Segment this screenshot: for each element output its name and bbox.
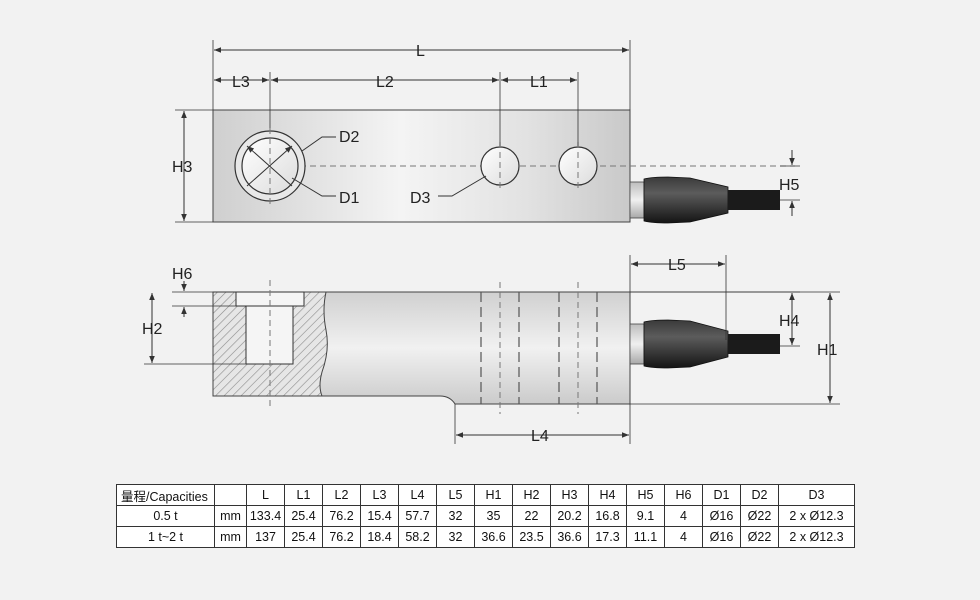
table-header-row: 量程/Capacities L L1 L2 L3 L4 L5 H1 H2 H3 … <box>116 484 855 506</box>
table-cell: 76.2 <box>322 505 361 527</box>
table-cell: 36.6 <box>550 526 589 548</box>
table-cell: mm <box>214 526 247 548</box>
table-cell: 16.8 <box>588 505 627 527</box>
header-cell: L4 <box>398 484 437 506</box>
label-H5: H5 <box>779 177 800 194</box>
cable-top <box>728 190 780 210</box>
table-cell: 22 <box>512 505 551 527</box>
table-cell: 32 <box>436 505 475 527</box>
header-cell: D2 <box>740 484 779 506</box>
label-H4: H4 <box>779 313 800 330</box>
header-cell: H6 <box>664 484 703 506</box>
cable-boot-side <box>643 319 729 369</box>
label-L1: L1 <box>530 74 548 91</box>
header-cell <box>214 484 247 506</box>
table-cell: 36.6 <box>474 526 513 548</box>
label-H1: H1 <box>817 342 838 359</box>
load-cell-drawing: L L3 L2 L1 H3 D2 D1 D3 H5 H6 H2 L5 H4 H1… <box>142 40 840 445</box>
table-cell: Ø16 <box>702 526 741 548</box>
table-cell: Ø22 <box>740 526 779 548</box>
top-view <box>175 40 800 224</box>
label-L2: L2 <box>376 74 394 91</box>
table-cell: Ø22 <box>740 505 779 527</box>
header-cell: D1 <box>702 484 741 506</box>
table-cell: 25.4 <box>284 505 323 527</box>
table-cell: 57.7 <box>398 505 437 527</box>
label-D1: D1 <box>339 190 360 207</box>
label-H3: H3 <box>172 159 193 176</box>
cable-boot-top <box>643 176 729 224</box>
table-cell: 137 <box>246 526 285 548</box>
spec-table: 量程/Capacities L L1 L2 L3 L4 L5 H1 H2 H3 … <box>116 484 855 548</box>
table-cell: 11.1 <box>626 526 665 548</box>
table-cell: 2 x Ø12.3 <box>778 526 855 548</box>
table-cell: Ø16 <box>702 505 741 527</box>
label-L4: L4 <box>531 428 549 445</box>
header-cell: H4 <box>588 484 627 506</box>
table-cell: 0.5 t <box>116 505 215 527</box>
table-cell: 17.3 <box>588 526 627 548</box>
header-cell: L5 <box>436 484 475 506</box>
table-cell: 35 <box>474 505 513 527</box>
table-cell: 1 t~2 t <box>116 526 215 548</box>
label-H6: H6 <box>172 266 193 283</box>
table-cell: 9.1 <box>626 505 665 527</box>
table-cell: 18.4 <box>360 526 399 548</box>
table-cell: 4 <box>664 505 703 527</box>
label-L5: L5 <box>668 257 686 274</box>
header-cell: H5 <box>626 484 665 506</box>
table-row: 0.5 t mm 133.4 25.4 76.2 15.4 57.7 32 35… <box>116 505 855 527</box>
table-cell: 32 <box>436 526 475 548</box>
table-cell: 2 x Ø12.3 <box>778 505 855 527</box>
header-cell: H2 <box>512 484 551 506</box>
table-cell: 4 <box>664 526 703 548</box>
label-L: L <box>416 43 425 60</box>
header-cell: L <box>246 484 285 506</box>
table-cell: 58.2 <box>398 526 437 548</box>
cable-nut-side <box>629 323 645 365</box>
header-cell: H3 <box>550 484 589 506</box>
header-cell: 量程/Capacities <box>116 484 215 506</box>
header-cell: D3 <box>778 484 855 506</box>
label-D3: D3 <box>410 190 431 207</box>
header-cell: H1 <box>474 484 513 506</box>
table-cell: 20.2 <box>550 505 589 527</box>
label-H2: H2 <box>142 321 163 338</box>
table-row: 1 t~2 t mm 137 25.4 76.2 18.4 58.2 32 36… <box>116 526 855 548</box>
label-L3: L3 <box>232 74 250 91</box>
table-cell: 76.2 <box>322 526 361 548</box>
header-cell: L1 <box>284 484 323 506</box>
header-cell: L3 <box>360 484 399 506</box>
label-D2: D2 <box>339 129 360 146</box>
table-cell: 15.4 <box>360 505 399 527</box>
table-cell: 133.4 <box>246 505 285 527</box>
header-cell: L2 <box>322 484 361 506</box>
cable-nut-top <box>629 181 645 219</box>
table-cell: mm <box>214 505 247 527</box>
table-cell: 23.5 <box>512 526 551 548</box>
side-view <box>144 255 840 444</box>
cable-side <box>728 334 780 354</box>
table-cell: 25.4 <box>284 526 323 548</box>
